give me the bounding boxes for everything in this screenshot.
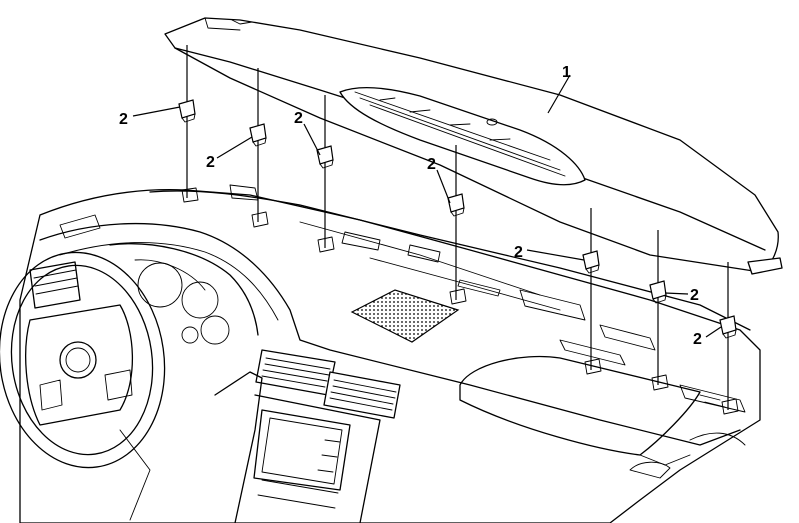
clip-5 [582,250,600,274]
callout-clip: 2 [514,244,523,261]
clip-6 [649,280,667,304]
callout-clip: 2 [294,110,303,127]
clips [178,45,739,415]
clip-4 [447,193,465,217]
callout-clip: 2 [690,287,699,304]
clip-1 [178,99,196,123]
speaker-grille [350,289,460,343]
instrument-panel [19,184,761,523]
steering-wheel [0,251,166,521]
callouts: 1 2 2 2 2 2 2 2 [119,64,702,348]
callout-pad: 1 [562,64,571,81]
clip-7 [719,315,737,339]
callout-clip: 2 [427,156,436,173]
callout-clip: 2 [693,331,702,348]
callout-clip: 2 [119,111,128,128]
leader-lines [132,74,722,338]
callout-clip: 2 [206,154,215,171]
upper-trim-pad [164,17,783,275]
clip-3 [316,145,334,169]
